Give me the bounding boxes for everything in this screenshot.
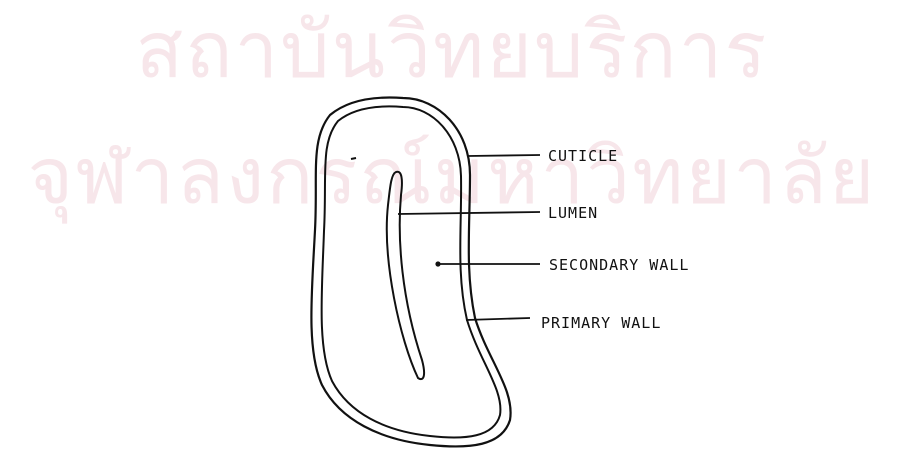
tick-mark [351, 158, 356, 159]
lumen-leader [398, 212, 540, 214]
label-cuticle: CUTICLE [548, 147, 618, 165]
label-primary-wall: PRIMARY WALL [541, 314, 661, 332]
label-lumen: LUMEN [548, 204, 598, 222]
lumen-shape [387, 172, 424, 379]
label-secondary-wall: SECONDARY WALL [549, 256, 689, 274]
cuticle-leader [468, 155, 540, 156]
